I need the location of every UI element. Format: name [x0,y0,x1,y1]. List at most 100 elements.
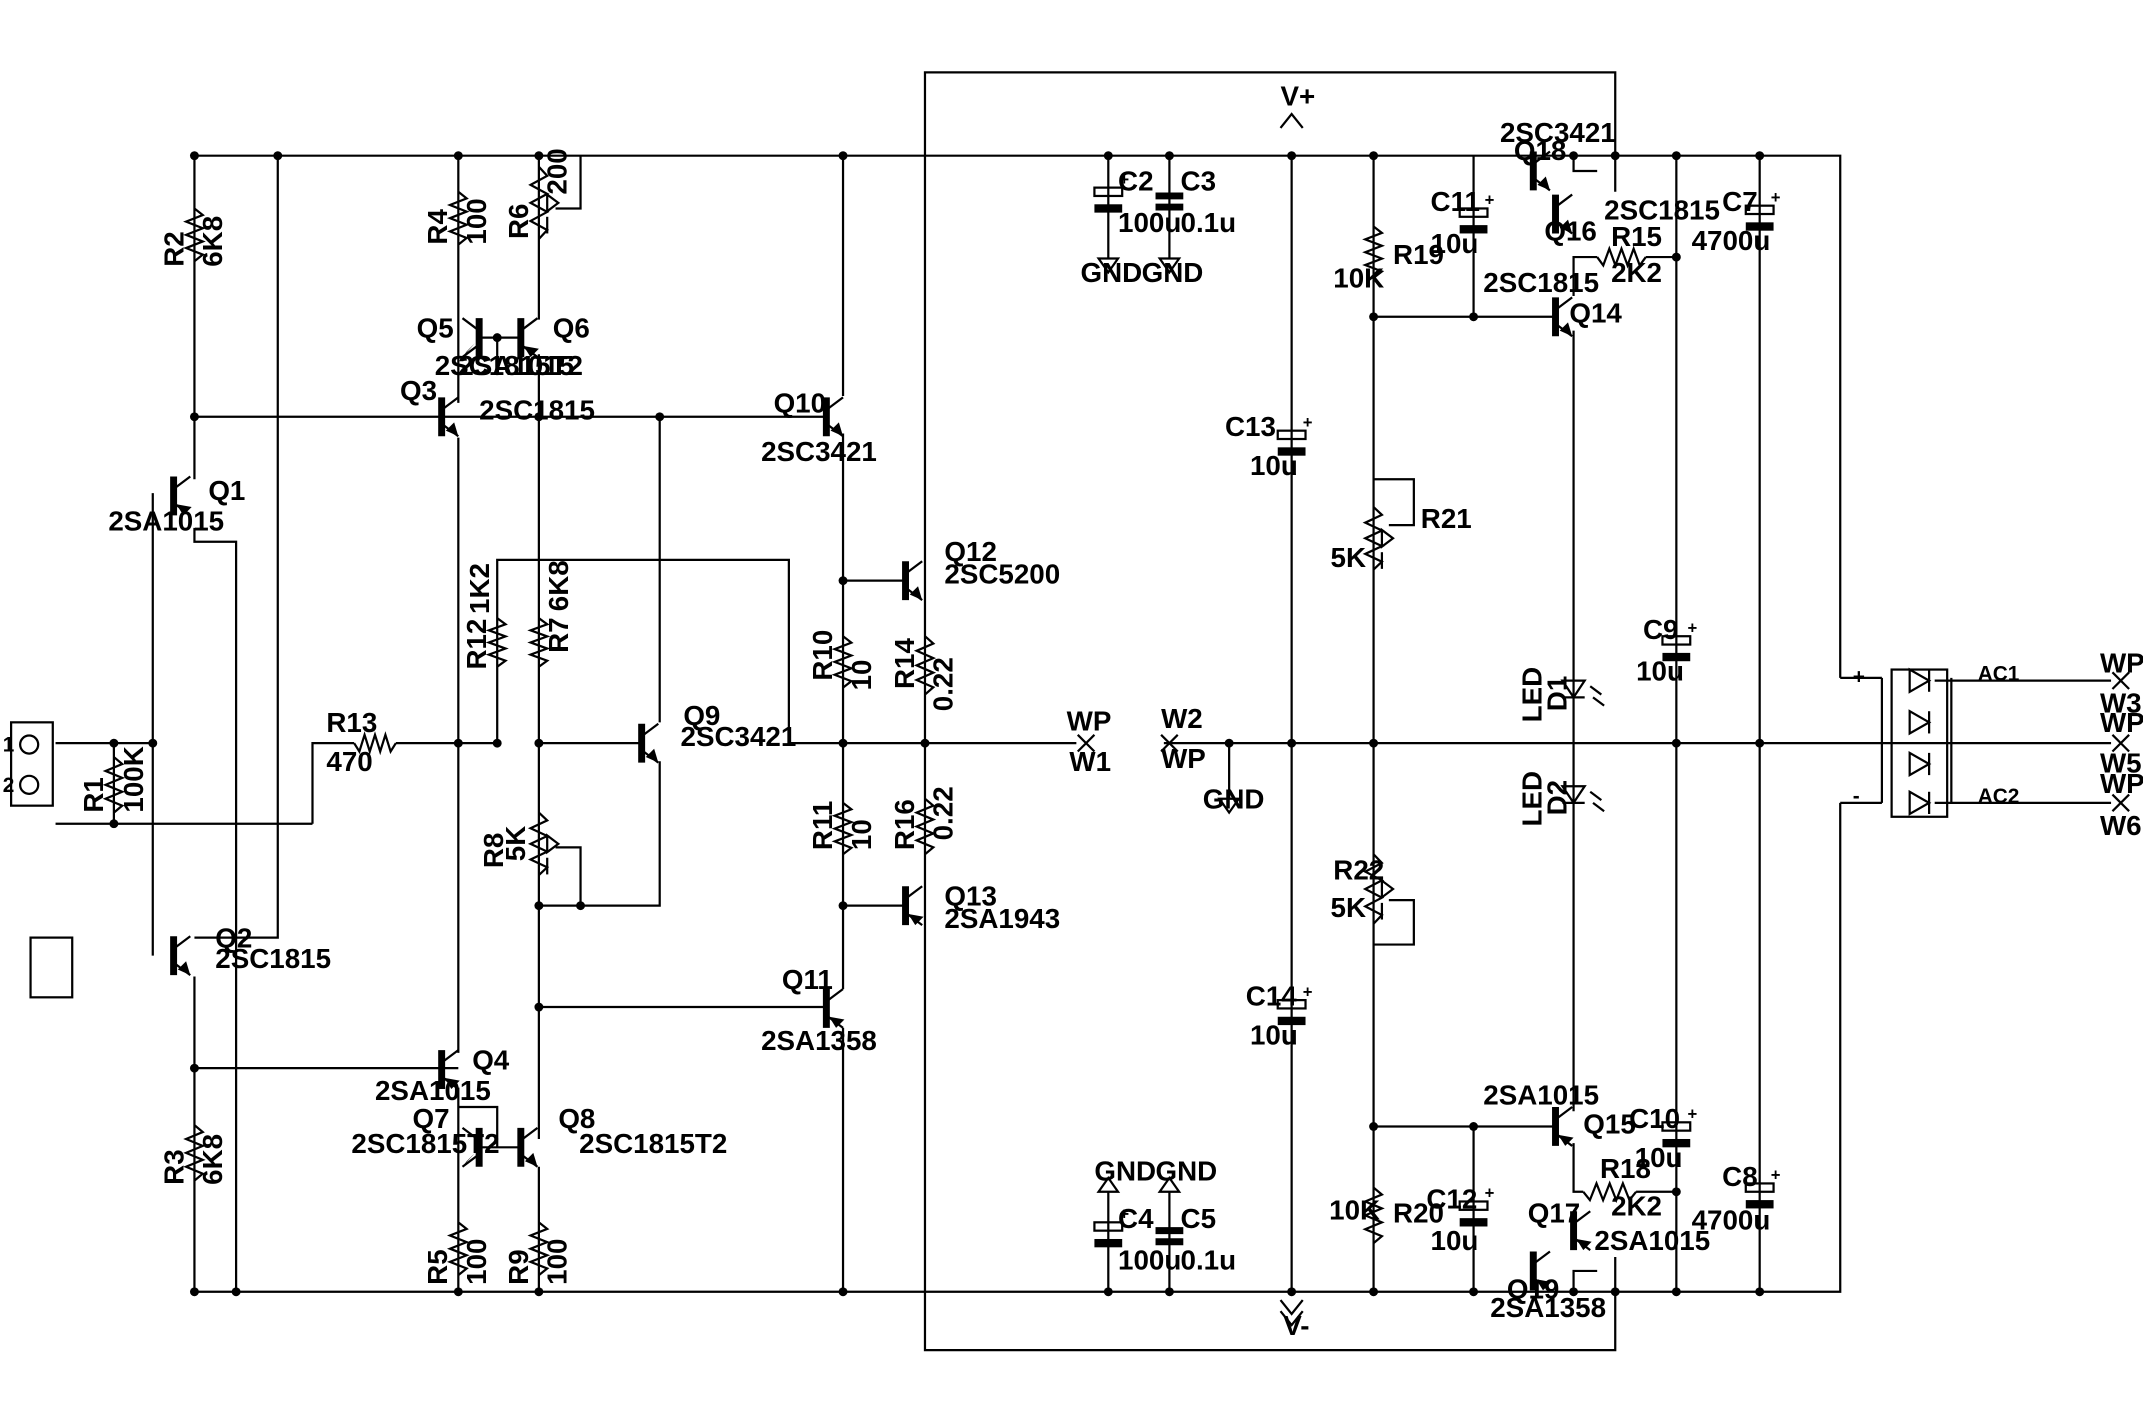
resistor-r10-value: 10 [846,659,877,690]
capacitor-c2-ref: C2 [1118,165,1154,196]
capacitor-c7: + [1744,188,1781,231]
transistor-q12-part: 2SC5200 [944,558,1060,589]
terminal-x [2111,793,2130,813]
transistor-q3-ref: Q3 [400,375,437,406]
terminal-x [2111,734,2130,753]
transistor-q10-ref: Q10 [774,388,826,419]
led-d1 [1560,679,1605,707]
resistor-r12-value: 1K2 [464,563,495,614]
resistor-r2-ref: R2 [158,231,189,267]
w1-wp-label: WP [1067,706,1112,737]
transistor-q3-part: 2SC1815 [479,395,595,426]
w2-label: W2 [1161,703,1203,734]
capacitor-c5 [1155,1227,1184,1246]
w6-label: W6 [2100,810,2142,841]
capacitor-c8-ref: C8 [1722,1161,1758,1192]
transistor-q8-ref: Q8 [558,1103,595,1134]
resistor-r14 [913,635,937,696]
resistor-r22 [1362,853,1395,925]
component-symbols: ++++++++++ [102,112,2130,1327]
resistor-r10 [831,635,855,689]
svg-text:+: + [1687,618,1697,637]
w3-label: W3 [2100,688,2142,719]
transistor-q12 [902,560,923,602]
ground-symbol [1096,1175,1121,1193]
ac2-label: AC2 [1978,785,2020,808]
transistor-q11-ref: Q11 [782,964,833,995]
transistor-q7-part: 2SC1815T2 [351,1128,499,1159]
svg-text:+: + [1119,170,1129,189]
transistor-q13-part: 2SA1943 [944,903,1060,934]
vminus-label: V- [1283,1310,1309,1341]
ground-symbol [1096,257,1121,275]
vminus-arrow-2 [1279,1310,1304,1327]
resistor-r14-ref: R14 [889,638,920,689]
transistor-q16-ref: Q16 [1544,215,1596,246]
transistor-q12-ref: Q12 [944,536,996,567]
gnd-label-center: GND [1203,783,1265,814]
vminus-arrow [1279,1299,1304,1316]
resistor-r3-value: 6K8 [197,1134,228,1185]
led-d1-ref: D1 [1542,676,1573,712]
terminal-x [1076,734,1096,753]
resistor-r8-value: 5K [500,826,531,862]
resistor-r20-value: 10K [1329,1195,1380,1226]
transistor-q2-ref: Q2 [215,922,252,953]
capacitor-c3-value: 0.1u [1181,207,1237,238]
capacitor-c13-ref: C13 [1225,411,1276,442]
resistor-r13 [353,731,397,756]
gnd-label-c2: GND [1081,257,1143,288]
capacitor-c9-value: 10u [1636,656,1684,687]
ac1-label: AC1 [1978,663,2020,686]
resistor-r15 [1596,245,1647,269]
transistor-q11 [822,988,845,1029]
capacitor-c12: + [1458,1184,1495,1227]
capacitor-c7-value: 4700u [1692,225,1771,256]
resistor-r5-value: 100 [461,1238,492,1284]
vplus-label: V+ [1281,81,1316,112]
capacitor-c13: + [1276,413,1313,456]
terminal-x [1160,734,1179,753]
resistor-r20 [1362,1186,1385,1245]
resistor-r4 [446,190,470,246]
resistor-r18-value: 2K2 [1611,1190,1662,1221]
capacitor-c12-ref: C12 [1426,1183,1477,1214]
resistor-r5 [446,1221,470,1276]
resistor-r12-ref: R12 [461,619,492,670]
resistor-r4-value: 100 [461,198,492,244]
resistor-r18-ref: R18 [1600,1153,1651,1184]
gnd-label-c5: GND [1156,1156,1218,1187]
svg-text:+: + [1771,188,1781,207]
capacitor-c7-ref: C7 [1722,186,1758,217]
transistor-q1 [170,475,192,517]
transistor-q17-part: 2SA1015 [1594,1225,1710,1256]
w5-label: W5 [2100,747,2142,778]
w3-wp-label: WP [2100,647,2143,678]
resistor-r1 [102,756,126,814]
transistor-q6 [517,317,539,358]
resistor-r21-ref: R21 [1421,503,1472,534]
capacitor-c2-value: 100u [1118,207,1181,238]
resistor-r4-ref: R4 [422,209,453,245]
capacitor-c14-ref: C14 [1246,981,1297,1012]
text-labels: V+ V- WP W1 W2 WP GND GND GND GND GND WP… [78,81,2143,1341]
capacitor-c11-ref: C11 [1431,186,1480,217]
transistor-q2 [170,935,191,976]
resistor-r6-value: 200 [542,148,573,194]
resistor-r13-ref: R13 [326,707,377,738]
svg-text:+: + [1771,1166,1781,1185]
transistor-q13 [902,885,924,926]
ground-symbol [1157,257,1182,275]
capacitor-c9-ref: C9 [1643,614,1679,645]
terminal-x [2111,671,2130,690]
transistor-q5-ref: Q5 [417,313,454,344]
resistor-r7-ref: R7 [543,617,574,653]
junction-dots [109,151,1765,1297]
capacitor-c2: + [1093,170,1129,213]
capacitor-c4: + [1093,1205,1129,1248]
resistor-r5-ref: R5 [422,1249,453,1285]
transistor-q17-ref: Q17 [1528,1197,1580,1228]
capacitor-c10-ref: C10 [1629,1103,1680,1134]
transistor-q8-part: 2SC1815T2 [579,1128,727,1159]
